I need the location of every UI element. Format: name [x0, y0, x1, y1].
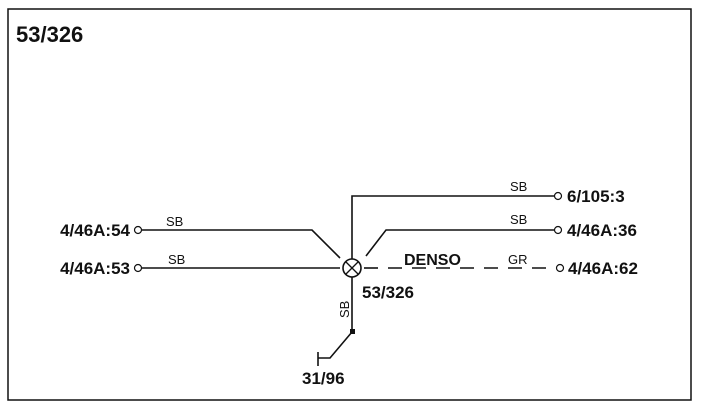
wire-color-label: GR — [508, 252, 528, 267]
ground-label: 31/96 — [302, 369, 345, 388]
diagram-border — [7, 8, 692, 401]
terminal-label-4-46A-62: 4/46A:62 — [568, 259, 638, 278]
terminal-label-4-46A-36: 4/46A:36 — [567, 221, 637, 240]
wire-color-label: SB — [510, 212, 527, 227]
shielded-wire-label: DENSO — [404, 252, 461, 269]
terminal-pin-4-46A-36 — [553, 225, 563, 235]
wire-to-4-46A-54 — [142, 229, 341, 259]
terminal-label-6-105-3: 6/105:3 — [567, 187, 625, 206]
wire-color-label: SB — [168, 252, 185, 267]
terminal-label-4-46A-53: 4/46A:53 — [60, 259, 130, 278]
terminal-label-4-46A-54: 4/46A:54 — [60, 221, 130, 240]
terminal-pin-4-46A-54 — [133, 225, 143, 235]
terminal-pin-4-46A-53 — [133, 263, 143, 273]
terminal-pin-4-46A-62 — [555, 263, 565, 273]
connector-53-326-symbol — [342, 258, 362, 278]
terminal-pin-6-105-3 — [553, 191, 563, 201]
wire-to-6-105-3 — [351, 195, 554, 262]
wire-to-4-46A-36 — [365, 229, 554, 257]
wire-color-label: SB — [337, 301, 352, 318]
component-label: 53/326 — [362, 283, 414, 302]
ground-node — [350, 329, 355, 334]
wire-color-label: SB — [510, 179, 527, 194]
wire-color-label: SB — [166, 214, 183, 229]
diagram-title: 53/326 — [16, 22, 83, 47]
wire-to-ground — [318, 276, 353, 359]
